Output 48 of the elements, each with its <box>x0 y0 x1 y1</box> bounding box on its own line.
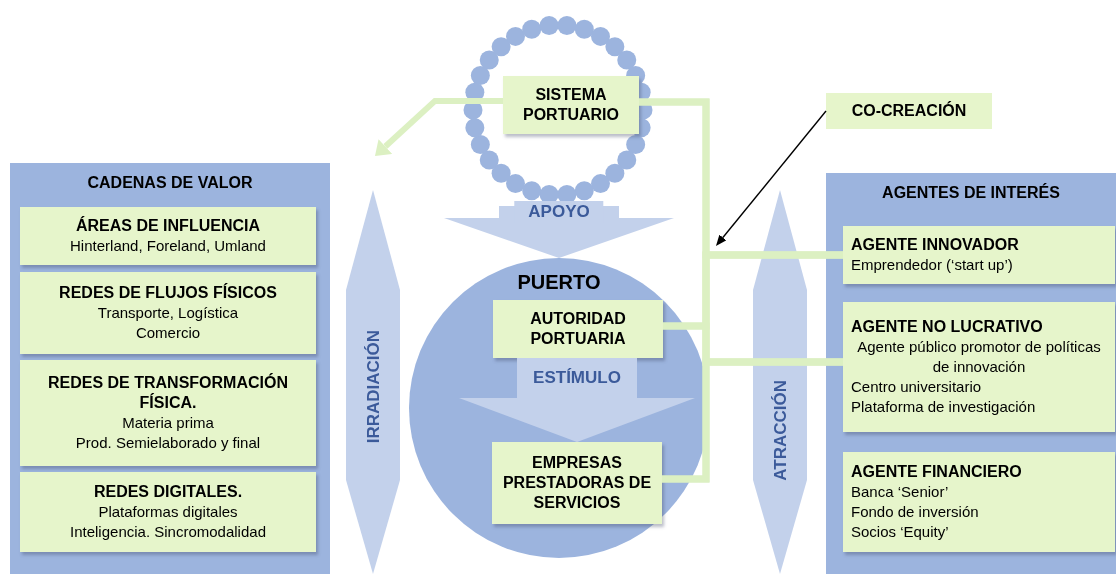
arrow-label: ATRACCIÓN <box>771 380 791 481</box>
arrow <box>375 97 503 156</box>
box-text: Hinterland, Foreland, Umland <box>70 236 266 256</box>
box-heading: EMPRESAS PRESTADORAS DE SERVICIOS <box>501 453 653 513</box>
box-text: Plataforma de investigación <box>851 397 1036 417</box>
box-text: Agente público promotor de políticas de innovación <box>856 337 1102 377</box>
block-arrow <box>444 206 674 258</box>
text-box <box>843 226 1115 284</box>
text-box <box>492 442 662 524</box>
text-box <box>493 300 663 358</box>
block-arrow <box>459 358 695 442</box>
box-text: Centro universitario <box>851 377 982 397</box>
group-panel <box>10 163 330 574</box>
group-panel <box>826 173 1116 574</box>
box-heading: REDES DE FLUJOS FÍSICOS <box>59 283 277 303</box>
box-text: Fondo de inversión <box>851 502 979 522</box>
box-text: Comercio <box>135 323 201 343</box>
panel-heading: AGENTES DE INTERÉS <box>881 183 1061 203</box>
text-box <box>843 302 1115 432</box>
text-box <box>503 76 639 134</box>
box-text: Transporte, Logística <box>97 303 239 323</box>
text-box <box>20 360 316 466</box>
box-text: Materia prima <box>122 413 214 433</box>
text-box <box>20 272 316 354</box>
text-box <box>20 472 316 552</box>
box-heading: REDES DIGITALES. <box>93 482 243 502</box>
box-text: Plataformas digitales <box>98 502 238 522</box>
box-heading: REDES DE TRANSFORMACIÓN FÍSICA. <box>47 373 289 413</box>
box-heading: SISTEMA PORTUARIO <box>522 85 620 125</box>
arrow <box>715 110 827 247</box>
tag-box <box>826 93 992 129</box>
box-text: Socios ‘Equity’ <box>851 522 949 542</box>
box-heading: CO-CREACIÓN <box>851 101 967 121</box>
box-text: Prod. Semielaborado y final <box>75 433 261 453</box>
box-heading: AGENTE INNOVADOR <box>851 235 1019 255</box>
text-box <box>20 207 316 265</box>
circle-heading: PUERTO <box>516 272 602 292</box>
box-text: Emprendedor (‘start up’) <box>851 255 1013 275</box>
arrow-label: IRRADIACIÓN <box>364 330 384 444</box>
box-heading: AGENTE FINANCIERO <box>851 462 1022 482</box>
box-text: Banca ‘Senior’ <box>851 482 949 502</box>
box-heading: AUTORIDAD PORTUARIA <box>529 309 627 349</box>
panel-heading: CADENAS DE VALOR <box>86 173 254 193</box>
text-box <box>843 452 1115 552</box>
box-heading: ÁREAS DE INFLUENCIA <box>76 216 260 236</box>
box-text: Inteligencia. Sincromodalidad <box>70 522 266 542</box>
box-heading: AGENTE NO LUCRATIVO <box>851 317 1043 337</box>
connector-line <box>662 358 843 483</box>
